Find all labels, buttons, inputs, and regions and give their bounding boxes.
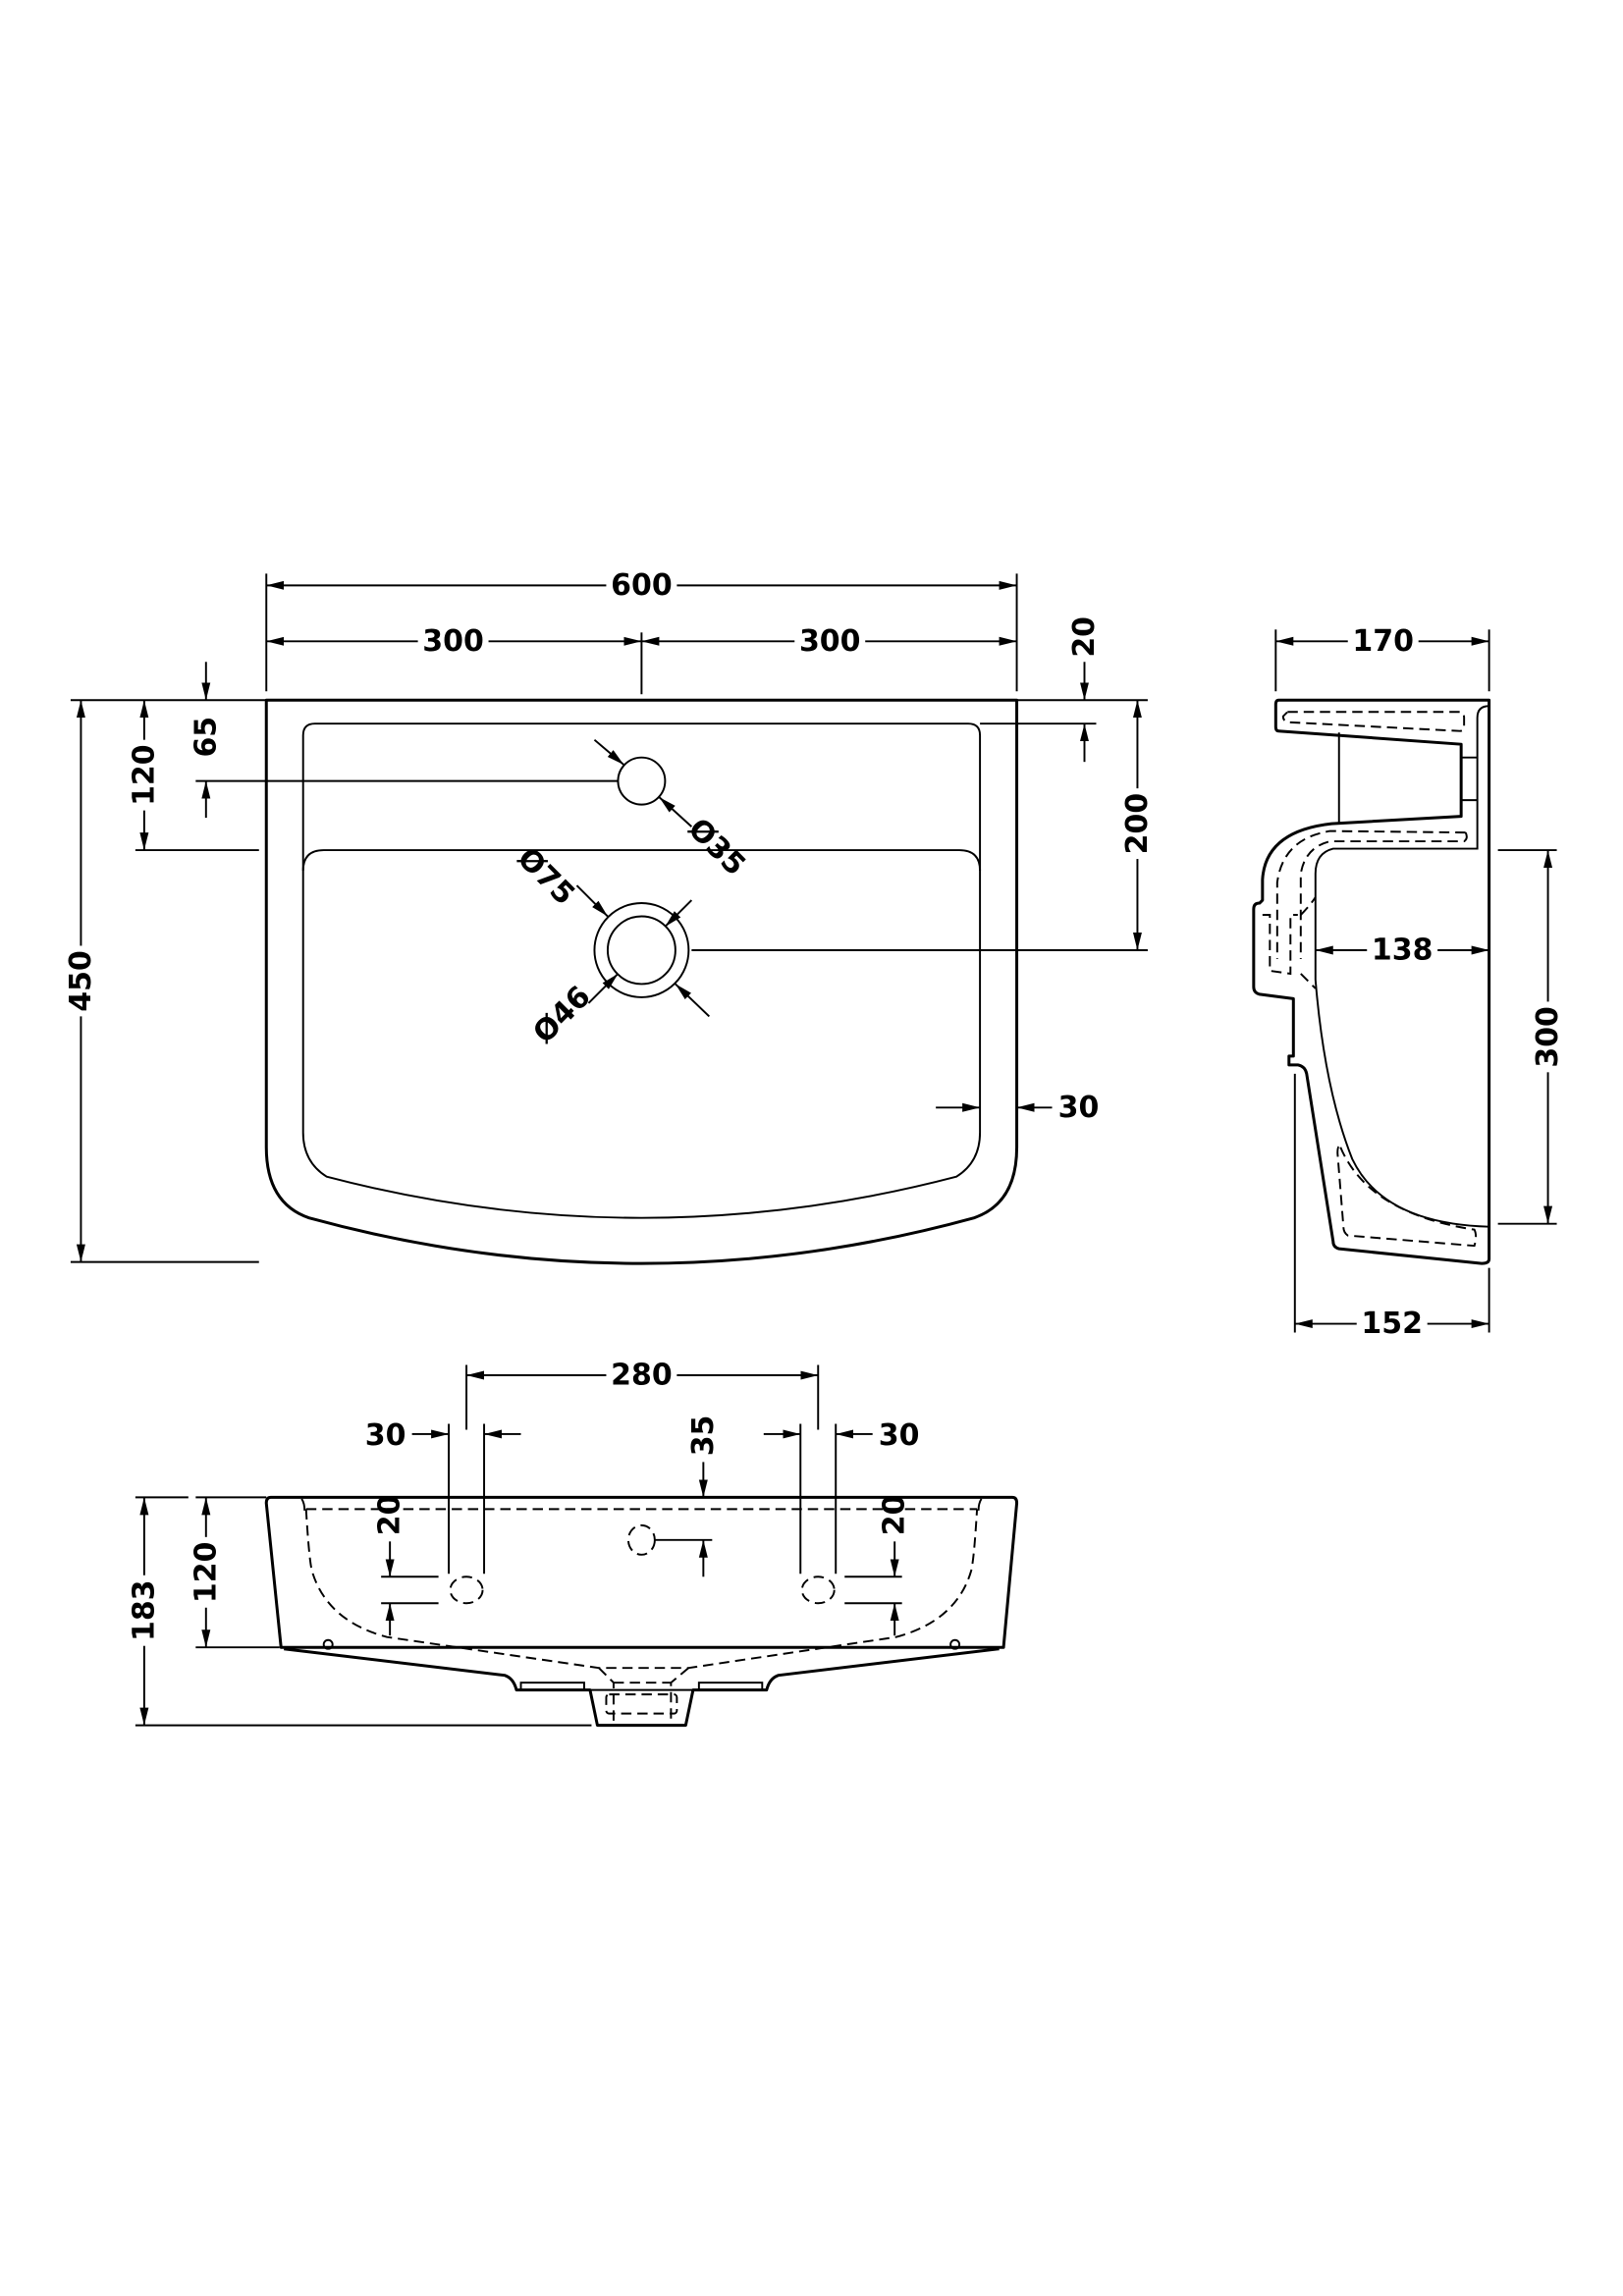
basin-outer-outline [264,698,1019,1265]
side-channel-curve [1275,829,1468,959]
dim-bowl-depth: 138 [1372,933,1434,967]
plan-view: 600 300 300 20 200 450 120 65 [63,567,1156,1265]
fixing-hole-left [322,1638,334,1650]
dim-overflow-height: 35 [686,1415,721,1457]
front-bowl-hidden [304,1508,979,1670]
dim-right-tap-height: 20 [878,1494,912,1535]
front-outer-outline [264,1495,1019,1649]
dim-overall-depth: 450 [64,950,98,1012]
bowl-edge [301,849,982,872]
side-overflow [1262,896,1317,989]
dim-overall-width: 600 [611,568,673,603]
waste-outer [593,902,690,998]
dim-half-right: 300 [799,624,861,659]
dim-right-tap-width: 30 [879,1418,920,1453]
dim-waste-inner-dia: Ø46 [526,980,597,1050]
dim-overall-height: 183 [127,1579,161,1641]
side-channel-top [1281,711,1466,732]
dim-bowl-height: 300 [1531,1006,1565,1068]
dim-half-left: 300 [422,624,484,659]
side-bottom-rib [1336,1146,1478,1248]
dim-tap-hole-offset: 65 [189,717,223,758]
dim-basin-height: 120 [189,1542,223,1604]
side-view: 170 138 300 152 [1252,623,1566,1342]
fixing-hole-right [949,1638,961,1650]
front-underside [284,1647,1000,1728]
tap-hole [617,756,667,806]
dim-top-depth: 170 [1352,624,1414,659]
overflow-hole [626,1523,656,1556]
side-wall-right [1314,705,1489,1228]
front-waste-hidden [598,1667,689,1726]
dim-tap-centres: 280 [611,1359,673,1393]
waste-inner [606,915,676,986]
dim-waste-outer-dia: Ø75 [511,841,581,912]
dim-ledge-depth: 120 [127,744,161,806]
front-view: 280 30 30 35 20 20 120 [126,1358,1019,1728]
dim-rim-width: 30 [1058,1091,1100,1125]
right-tap-hole [800,1575,836,1605]
dim-left-tap-height: 20 [373,1494,407,1535]
dim-left-tap-width: 30 [365,1418,406,1453]
side-outer-outline [1252,698,1491,1265]
dim-bottom-depth: 152 [1361,1307,1423,1341]
basin-inner-outline [301,722,982,1219]
left-tap-hole [449,1575,484,1605]
dim-rim-to-ledge: 20 [1067,616,1102,658]
dim-to-waste: 200 [1120,793,1155,855]
dim-tap-hole-dia: Ø35 [681,812,752,882]
